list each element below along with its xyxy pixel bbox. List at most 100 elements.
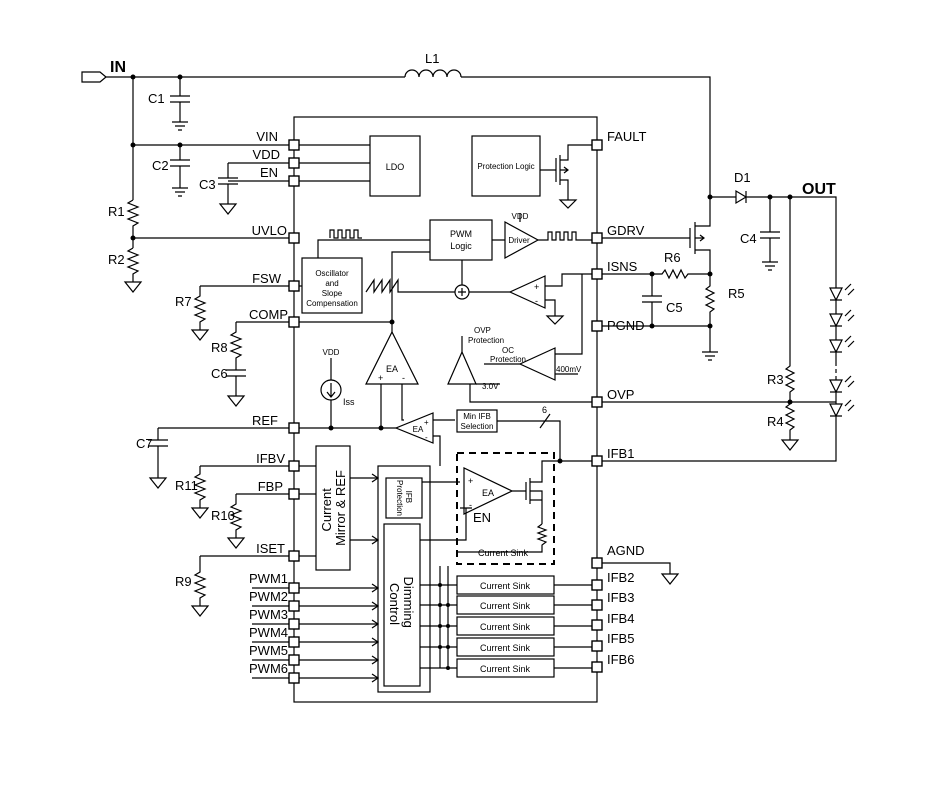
iss-vdd-label: VDD: [323, 348, 340, 357]
pin-ovp: [591, 396, 603, 408]
boost-mosfet: [602, 197, 711, 262]
pin-en: [288, 175, 300, 187]
sink-label-4: Current Sink: [480, 622, 531, 632]
pin-label-ifb1: IFB1: [607, 446, 634, 461]
inductor-l1: [404, 69, 462, 78]
oc-label2: Protection: [490, 355, 526, 364]
pin-ifb4: [591, 619, 603, 631]
ifb-protection-line2: Protection: [395, 480, 404, 516]
osc-line1: Oscillator: [315, 269, 349, 278]
c2-wire: [170, 145, 190, 197]
c4-wire: [760, 197, 780, 271]
junction: [438, 603, 442, 607]
driver-label: Driver: [508, 236, 530, 245]
ea-main-wires: [299, 321, 404, 428]
pin-label-ifb4: IFB4: [607, 611, 634, 626]
min-ifb-line2: Selection: [461, 422, 494, 431]
r2-label: R2: [108, 252, 125, 267]
r9-label: R9: [175, 574, 192, 589]
fault-mosfet: [540, 144, 592, 209]
error-amp-sink: [463, 467, 514, 515]
led-string: [557, 196, 855, 464]
pin-label-fault: FAULT: [607, 129, 647, 144]
pin-label-en: EN: [260, 165, 278, 180]
oc-wires: [484, 274, 583, 375]
pin-label-pwm5: PWM5: [249, 643, 288, 658]
pin-label-uvlo: UVLO: [252, 223, 287, 238]
sink-label-2: Current Sink: [480, 581, 531, 591]
pin-fsw: [288, 280, 300, 292]
r7-label: R7: [175, 294, 192, 309]
current-sense-amp: [508, 275, 546, 309]
pin-label-fsw: FSW: [252, 271, 282, 286]
pin-label-isns: ISNS: [607, 259, 638, 274]
pin-ifb6: [591, 661, 603, 673]
summer-plus-sign: [458, 288, 466, 296]
r8-label: R8: [211, 340, 228, 355]
led-3: [829, 335, 855, 354]
ea-sink-plus: +: [468, 476, 473, 486]
junction: [767, 194, 773, 200]
comp-pin-wire: [226, 321, 294, 407]
sink-mosfet: [457, 460, 592, 553]
vdd-pin-wire: [218, 162, 294, 215]
protection-logic-label: Protection Logic: [477, 162, 534, 171]
current-mirror-label: Current Mirror & REF: [319, 470, 348, 546]
junction: [787, 399, 793, 405]
iss-arrow: [326, 383, 336, 398]
junction: [446, 645, 450, 649]
pin-ifb1: [591, 455, 603, 467]
bus-width-label: 6: [542, 405, 547, 415]
ea-ref-plus: +: [424, 418, 429, 427]
pin-ifbv: [288, 460, 300, 472]
current-sinks: Current Sink Current Sink Current Sink C…: [420, 562, 680, 678]
dimming-control-block: [383, 523, 421, 687]
pin-label-ref: REF: [252, 413, 278, 428]
junction: [177, 142, 183, 148]
led-2: [829, 309, 855, 328]
right-pin-labels: FAULT GDRV ISNS PGND OVP IFB1 AGND IFB2 …: [607, 129, 647, 667]
c2-label: C2: [152, 158, 169, 173]
pin-label-vin: VIN: [256, 129, 278, 144]
pin-label-pwm2: PWM2: [249, 589, 288, 604]
pin-comp: [288, 316, 300, 328]
pin-label-ifb6: IFB6: [607, 652, 634, 667]
oc-label1: OC: [502, 346, 514, 355]
c1-label: C1: [148, 91, 165, 106]
ifb-protection-block: [385, 477, 423, 519]
pin-fault: [591, 139, 603, 151]
pin-gdrv: [591, 232, 603, 244]
pwm-to-driver-wire: [492, 213, 521, 241]
junction: [446, 666, 450, 670]
led-1: [829, 283, 855, 302]
csa-plus: +: [534, 282, 539, 292]
dimming-control-label: Dimming Control: [387, 577, 416, 632]
current-sink-1-group: [456, 452, 555, 565]
sink-label-3: Current Sink: [480, 601, 531, 611]
error-amp-ref: [394, 412, 434, 444]
pin-uvlo: [288, 232, 300, 244]
ea-sink-minus: -: [469, 500, 472, 510]
left-pin-labels: VIN VDD EN UVLO FSW COMP REF IFBV FBP IS…: [249, 129, 288, 676]
pwm-logic-line2: Logic: [450, 241, 472, 251]
csa-wires: [469, 273, 592, 325]
iset-pin-wire: [190, 555, 294, 617]
divider-wire: [123, 77, 143, 293]
r11-label: R11: [175, 478, 198, 493]
pin-label-ifb2: IFB2: [607, 570, 634, 585]
junction: [328, 425, 334, 431]
led-5: [829, 399, 855, 428]
dimming-line2: Control: [387, 583, 402, 625]
right-pins: [591, 139, 603, 673]
protection-logic-block: [471, 135, 541, 197]
pin-label-fbp: FBP: [258, 479, 283, 494]
dimming-en-wire: [420, 508, 467, 541]
mirror-wires: [299, 465, 378, 557]
sink-label-5: Current Sink: [480, 643, 531, 653]
junction: [707, 194, 713, 200]
in-port: [81, 71, 107, 83]
bus-wire: [497, 413, 561, 461]
ovp-comparator: [447, 350, 477, 385]
pin-label-vdd: VDD: [253, 147, 280, 162]
